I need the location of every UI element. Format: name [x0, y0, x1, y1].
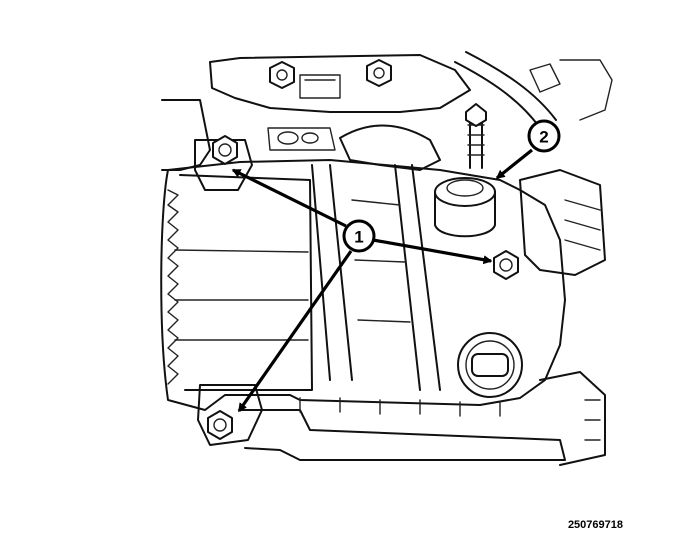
callout-1: 1 — [342, 219, 376, 253]
upper-bolt-right — [366, 59, 392, 87]
drain-plug — [457, 332, 523, 398]
upper-bolt-left — [269, 61, 295, 89]
mounting-bolt-lower-left — [207, 410, 233, 440]
component-line-art — [160, 51, 613, 466]
callout-1-leaders — [231, 168, 493, 413]
mounting-bolt-upper-left — [212, 135, 238, 165]
callout-1-number: 1 — [354, 228, 363, 247]
figure-id: 250769718 — [567, 519, 623, 531]
mounting-bolt-right — [493, 250, 519, 280]
cylindrical-mount — [434, 177, 496, 238]
callout-2-number: 2 — [539, 128, 548, 147]
callout-2-leader — [495, 148, 533, 180]
callout-2: 2 — [527, 119, 561, 153]
